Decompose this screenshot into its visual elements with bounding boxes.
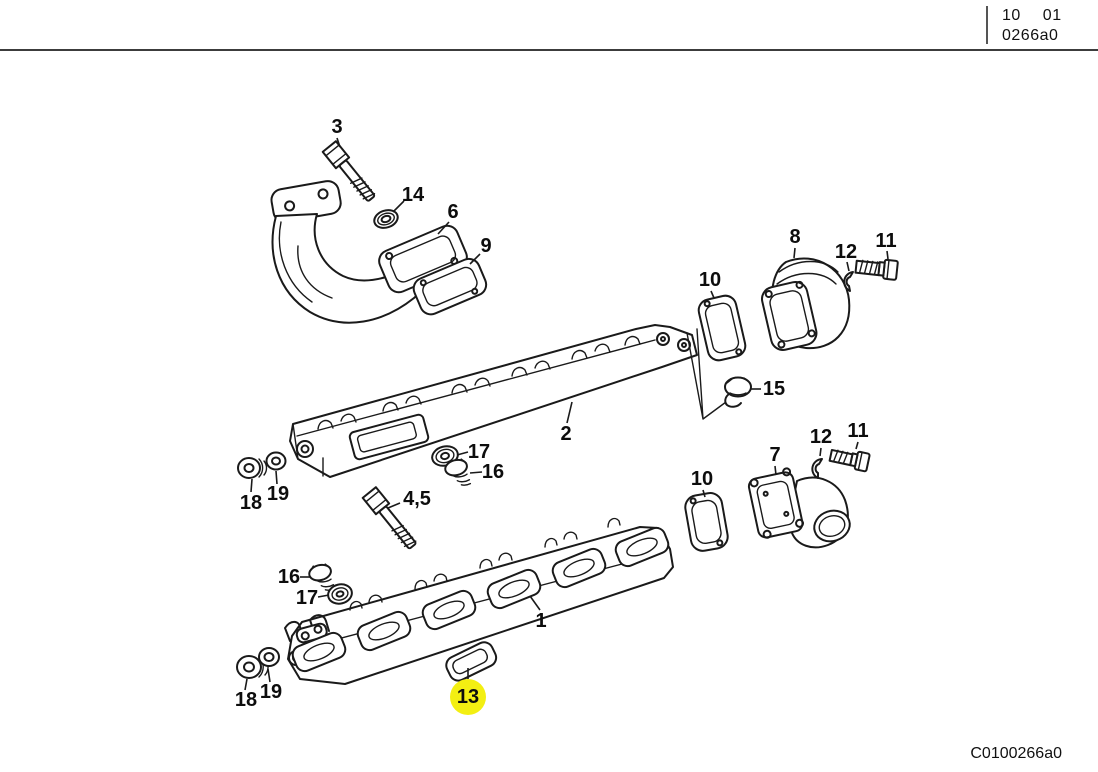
part-15-pointer-lines: [686, 328, 727, 420]
part-17-washer-bottom-drawing: [327, 583, 353, 605]
callout-leader-2: [566, 401, 573, 424]
callout-11-bottom[interactable]: 11: [847, 420, 868, 442]
callout-leader-16-top: [469, 471, 483, 474]
part-11-bolt-bottom-drawing: [828, 448, 871, 473]
callout-19-top[interactable]: 19: [267, 483, 289, 505]
callout-leader-4-5: [387, 502, 401, 509]
part-9-gasket-drawing: [412, 257, 488, 316]
group-number: 10: [1002, 7, 1021, 24]
callout-18-top[interactable]: 18: [240, 492, 262, 514]
part-11-bolt-top-drawing: [854, 258, 899, 281]
callout-19-bottom[interactable]: 19: [260, 681, 282, 703]
callout-10-top[interactable]: 10: [699, 269, 721, 291]
callout-leader-9: [469, 253, 481, 265]
callout-17-top[interactable]: 17: [468, 441, 490, 463]
callout-1[interactable]: 1: [535, 610, 546, 632]
callout-15[interactable]: 15: [763, 378, 785, 400]
callout-14[interactable]: 14: [402, 184, 425, 206]
callout-leader-7: [774, 465, 777, 476]
callout-leader-17-top: [456, 451, 469, 456]
part-16-plug-bottom-drawing: [308, 563, 336, 591]
part-3-bolt-drawing: [321, 140, 376, 202]
callout-18-bottom[interactable]: 18: [235, 689, 257, 711]
part-19-washer-bottom-drawing: [258, 647, 280, 667]
callout-leader-17-bottom: [317, 594, 330, 598]
callout-leader-10-top: [710, 290, 715, 299]
part-1-manifold-drawing: [284, 517, 674, 685]
callout-3[interactable]: 3: [331, 116, 342, 138]
callout-16-top[interactable]: 16: [482, 461, 504, 483]
callout-leader-18-top: [250, 478, 253, 493]
callout-12-top[interactable]: 12: [835, 241, 857, 263]
highlight-circle-13: [450, 679, 486, 715]
header-divider: [986, 6, 988, 44]
subgroup-number: 01: [1042, 7, 1062, 24]
callout-leader-12-bottom: [819, 447, 822, 457]
callout-16-bottom[interactable]: 16: [278, 566, 300, 588]
part-8-cap-drawing: [761, 257, 851, 351]
part-18-plug-top-drawing: [237, 457, 268, 479]
callout-leader-11-bottom: [855, 441, 859, 450]
catalog-codes: 10 01 0266a0: [1002, 6, 1062, 46]
part-19-washer-top-drawing: [265, 451, 287, 471]
figure-code: C0100266a0: [970, 745, 1062, 762]
callout-leader-8: [793, 247, 796, 259]
callout-11-top[interactable]: 11: [875, 230, 896, 252]
part-4-5-bolt-drawing: [361, 486, 417, 550]
catalog-group-row: 10 01: [1002, 6, 1062, 26]
image-code: 0266a0: [1002, 27, 1059, 44]
callout-17-bottom[interactable]: 17: [296, 587, 318, 609]
part-2-manifold-drawing: [289, 324, 698, 478]
part-10-gasket-bottom-drawing: [684, 492, 729, 552]
callout-leader-6: [437, 221, 450, 235]
callout-leader-19-top: [275, 470, 278, 485]
header-rule: [0, 49, 1098, 51]
callout-leader-10-bottom: [702, 489, 706, 498]
callout-leader-18-bottom: [244, 678, 248, 691]
part-12-clip-bottom-drawing: [811, 458, 823, 479]
callout-4-5[interactable]: 4,5: [403, 488, 431, 510]
part-15-plug-drawing: [724, 376, 752, 408]
part-16-plug-top-drawing: [444, 458, 472, 486]
callout-8[interactable]: 8: [789, 226, 800, 248]
callout-7[interactable]: 7: [769, 444, 780, 466]
callout-6[interactable]: 6: [447, 201, 458, 223]
part-13-gasket-drawing: [445, 641, 498, 682]
callout-leader-1: [529, 595, 541, 611]
part-14-washer-drawing: [373, 209, 399, 229]
part-10-gasket-top-drawing: [697, 294, 747, 362]
callout-leader-12-top: [846, 261, 850, 272]
callout-12-bottom[interactable]: 12: [810, 426, 832, 448]
callout-9[interactable]: 9: [480, 235, 491, 257]
callout-10-bottom[interactable]: 10: [691, 468, 713, 490]
callout-leader-3: [336, 137, 341, 148]
callout-leader-19-bottom: [267, 668, 271, 683]
callout-leader-14: [392, 200, 405, 213]
part-12-clip-top-drawing: [843, 271, 854, 292]
callout-leader-11-top: [886, 250, 889, 260]
callout-13[interactable]: 13: [457, 686, 479, 708]
part-7-elbow-drawing: [747, 467, 851, 549]
callout-2[interactable]: 2: [560, 423, 571, 445]
